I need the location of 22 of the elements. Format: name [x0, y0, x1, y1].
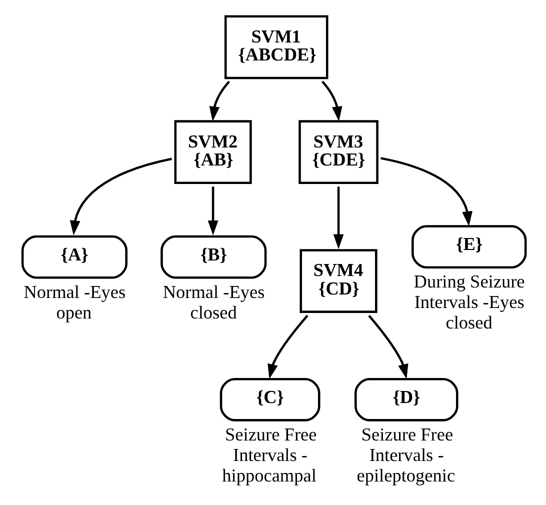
arrow: [267, 314, 308, 380]
node-box: {C}: [219, 378, 320, 422]
node-box: SVM2 {AB}: [174, 120, 252, 184]
arrow: [207, 186, 218, 236]
node-box: {A}: [20, 235, 127, 279]
node-box: SVM1 {ABCDE}: [224, 15, 328, 80]
arrow: [380, 157, 472, 226]
arrow: [368, 314, 408, 380]
arrow: [69, 158, 172, 236]
node-label: Normal -Eyes closed: [162, 282, 264, 322]
node-label: Seizure Free Intervals - epileptogenic: [356, 424, 455, 486]
node-label: During Seizure Intervals -Eyes closed: [413, 272, 524, 333]
arrow: [321, 80, 342, 122]
node-label: Normal -Eyes open: [23, 282, 126, 322]
node-box: SVM4 {CD}: [299, 249, 377, 313]
node-box: SVM3 {CDE}: [298, 120, 378, 184]
node-box: {D}: [354, 378, 458, 422]
arrow: [208, 80, 230, 122]
arrow: [332, 186, 344, 250]
node-box: {B}: [160, 235, 266, 279]
node-label: Seizure Free Intervals - hippocampal: [222, 424, 316, 486]
node-box: {E}: [411, 225, 526, 268]
